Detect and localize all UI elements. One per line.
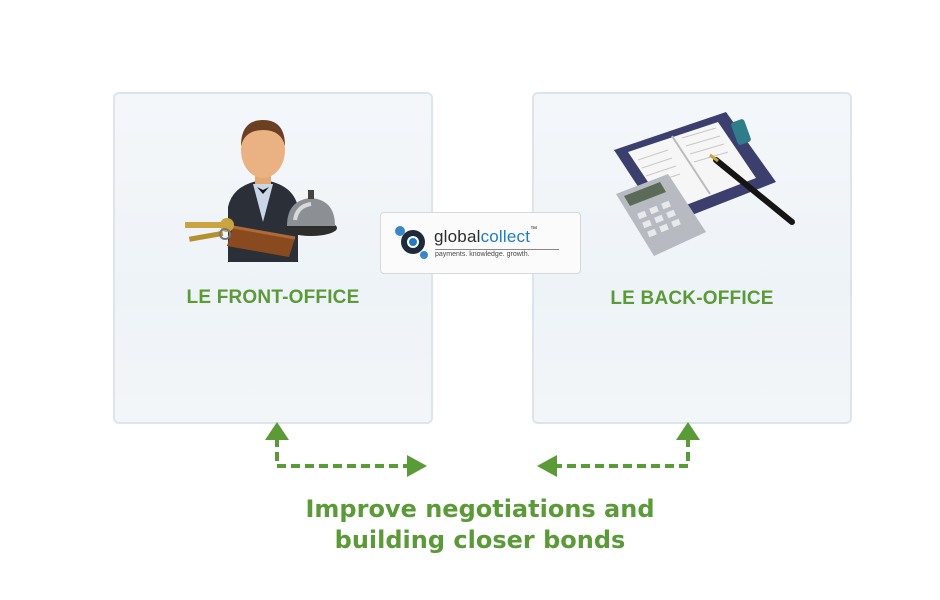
front-office-panel: LE FRONT-OFFICE [113,92,433,424]
front-right-arrowhead-icon [407,455,427,477]
logo-word-collect: collect [480,227,531,246]
caption-line-2: building closer bonds [334,526,626,554]
logo-tagline: payments. knowledge. growth. [435,249,559,258]
office-supplies-icon [614,112,795,256]
back-office-title: LE BACK-OFFICE [610,288,774,309]
back-office-panel: LE BACK-OFFICE [532,92,852,424]
logo-trademark: ™ [530,226,538,233]
back-left-arrowhead-icon [537,455,557,477]
concierge-icon [185,120,337,262]
globalcollect-logo: globalcollect™ payments. knowledge. grow… [380,212,581,274]
caption-line-1: Improve negotiations and [305,495,655,523]
logo-word-global: global [434,227,481,246]
back-up-arrowhead-icon [676,422,700,440]
front-up-arrowhead-icon [265,422,289,440]
front-connector-line [275,438,408,468]
back-connector-line [556,438,690,468]
globalcollect-logo-icon [395,226,428,259]
front-office-title: LE FRONT-OFFICE [186,287,360,308]
logo-wordmark: globalcollect™ [434,226,538,247]
caption: Improve negotiations and building closer… [200,494,760,556]
